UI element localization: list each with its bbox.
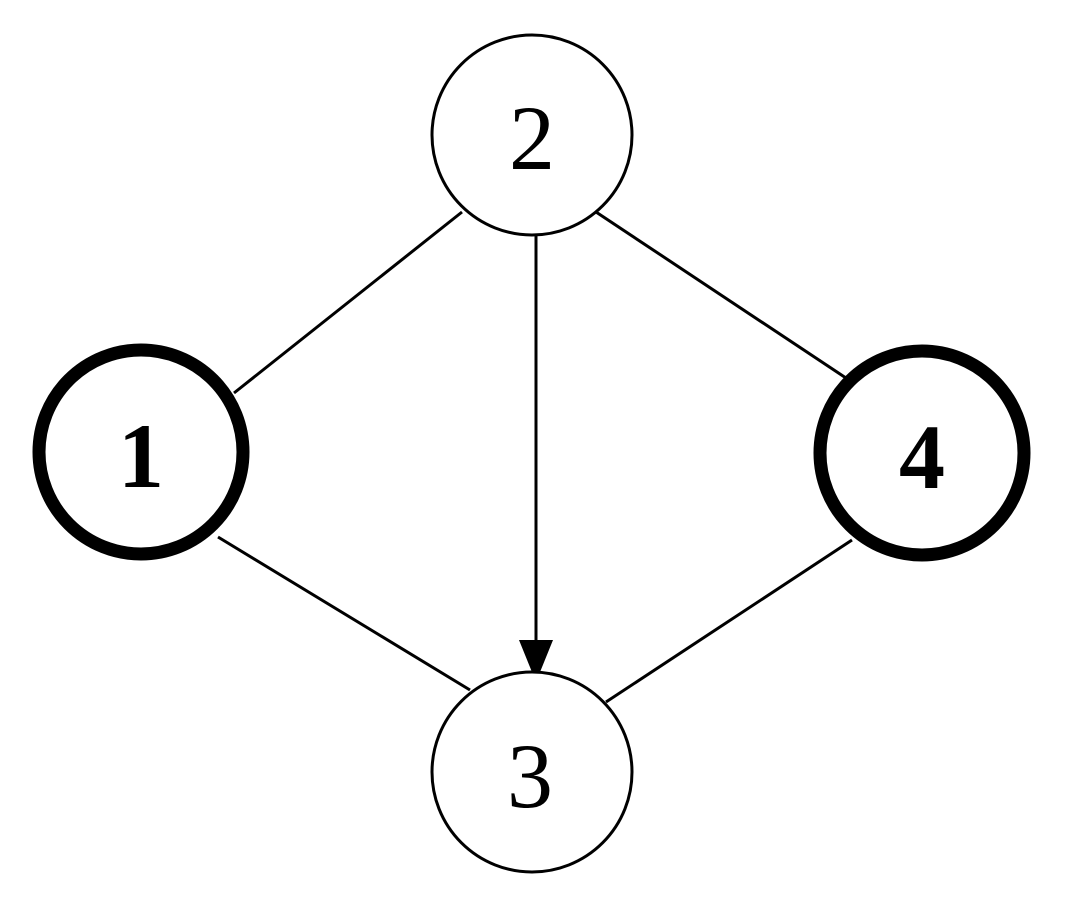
node-4-label: 4 [899,406,945,508]
edge-2-4 [595,210,847,380]
node-1-label: 1 [118,405,164,507]
node-3: 3 [430,670,634,874]
node-3-label: 3 [507,725,553,827]
edge-4-3 [605,538,853,704]
edge-2-1 [233,210,463,395]
edge-1-3 [217,535,471,692]
node-3-circle [430,670,634,874]
arrowhead-2-3 [519,640,553,682]
node-1: 1 [32,343,250,561]
node-2: 2 [430,33,634,237]
node-1-circle [32,343,250,561]
node-2-label: 2 [509,87,555,189]
node-2-circle [430,33,634,237]
node-4-circle [813,344,1031,562]
node-4: 4 [813,344,1031,562]
